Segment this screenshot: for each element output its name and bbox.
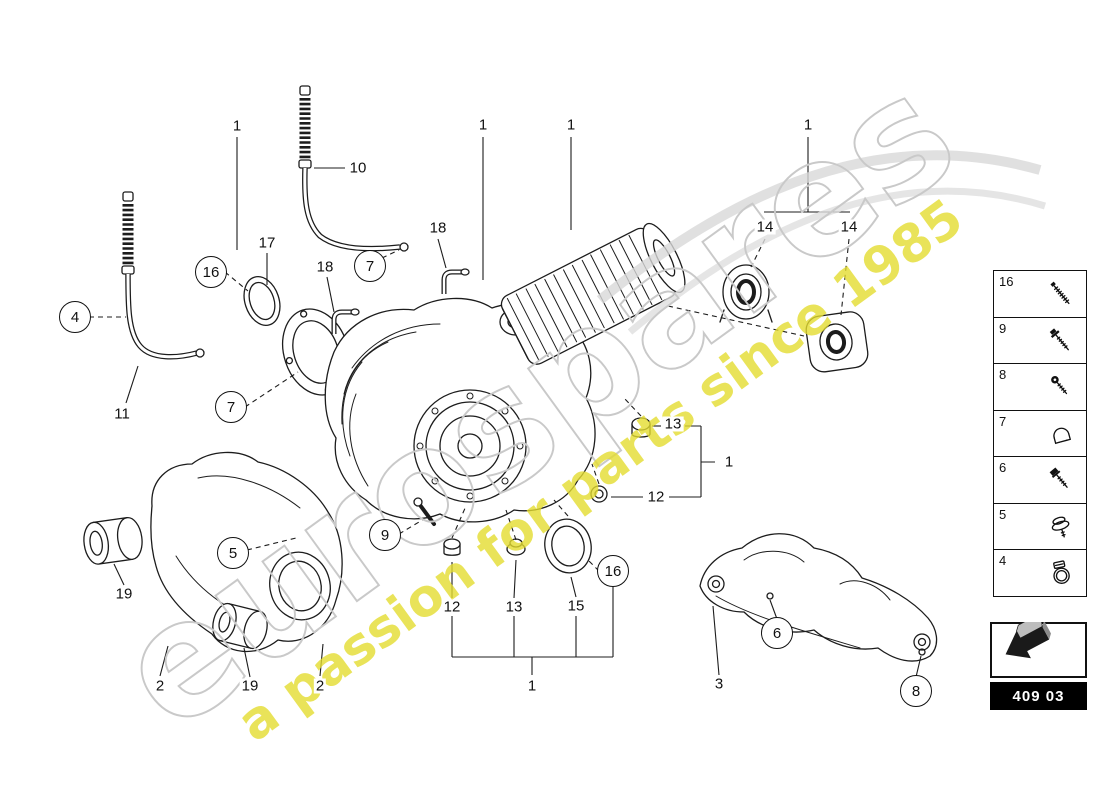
leader-lines	[113, 137, 922, 678]
legend-item-number: 5	[999, 506, 1007, 522]
legend-item-8: 8	[993, 363, 1087, 411]
clamp-icon	[1044, 417, 1078, 451]
callout-4: 4	[59, 301, 91, 333]
bushing-19a	[83, 516, 143, 565]
callout-17: 17	[256, 234, 278, 252]
small-parts	[413, 417, 651, 574]
legend-item-number: 6	[999, 460, 1007, 475]
nut-12b	[590, 485, 608, 503]
hose-clamp-icon	[1044, 556, 1078, 590]
callout-12: 12	[441, 598, 463, 616]
callout-10: 10	[347, 159, 369, 177]
legend-item-number: 4	[999, 553, 1007, 568]
callout-5: 5	[217, 537, 249, 569]
callout-14: 14	[754, 218, 776, 236]
callout-3: 3	[712, 675, 726, 693]
callout-6: 6	[761, 617, 793, 649]
callout-19: 19	[239, 677, 261, 695]
callout-1: 1	[564, 116, 578, 134]
bushing-19b	[212, 602, 268, 650]
legend-item-16: 16	[993, 270, 1087, 318]
callout-16: 16	[195, 256, 227, 288]
breather-hose-11	[121, 191, 205, 360]
legend-item-number: 8	[999, 367, 1007, 382]
diagram-code-box: 409 03	[990, 622, 1087, 710]
callout-8: 8	[900, 675, 932, 707]
legend-item-number: 9	[999, 320, 1007, 336]
long-bolt-icon	[1044, 277, 1078, 311]
callout-7: 7	[354, 250, 386, 282]
mount-14b	[805, 311, 869, 373]
callout-11: 11	[112, 405, 132, 423]
callout-1: 1	[230, 117, 244, 135]
legend-item-6: 6	[993, 456, 1087, 504]
callout-12: 12	[645, 488, 667, 506]
callout-7: 7	[215, 391, 247, 423]
callout-1: 1	[525, 677, 539, 695]
torx-screw-icon	[1044, 370, 1078, 404]
breather-hose-10	[298, 85, 409, 252]
mount-14a	[719, 264, 773, 323]
callout-1: 1	[801, 116, 815, 134]
callout-19: 19	[113, 585, 135, 603]
flange-nut-icon	[1044, 510, 1078, 544]
crossmember-3	[699, 533, 938, 662]
callout-18: 18	[427, 219, 449, 237]
flange-bolt-icon	[1044, 324, 1078, 358]
legend-item-4: 4	[993, 549, 1087, 597]
legend-item-7: 7	[993, 409, 1087, 458]
callout-13: 13	[503, 598, 525, 616]
direction-arrow-icon	[1005, 622, 1051, 659]
cap-13a	[506, 538, 526, 556]
legend-panel: 16 9 8 7 6 5 4	[993, 270, 1087, 597]
legend-item-9: 9	[993, 316, 1087, 365]
plug-12a	[443, 538, 461, 556]
support-bracket-2	[83, 451, 343, 653]
callout-9: 9	[369, 519, 401, 551]
seal-15	[544, 518, 592, 574]
vent-fitting-18b	[331, 308, 360, 334]
plug-13b	[631, 417, 651, 438]
hex-bolt-icon	[1044, 463, 1078, 497]
visco-clutch	[500, 222, 686, 365]
callout-2: 2	[153, 677, 167, 695]
callout-1: 1	[722, 453, 736, 471]
vent-fitting-18a	[441, 268, 470, 294]
callout-14: 14	[838, 218, 860, 236]
direction-arrow-box	[990, 622, 1087, 678]
callout-16: 16	[597, 555, 629, 587]
callout-13: 13	[662, 415, 684, 433]
shaft-seal-17	[243, 276, 281, 326]
legend-item-number: 16	[999, 274, 1014, 289]
legend-item-5: 5	[993, 502, 1087, 551]
callout-1: 1	[476, 116, 490, 134]
legend-item-number: 7	[999, 413, 1007, 429]
callout-18: 18	[314, 258, 336, 276]
diagram-code: 409 03	[990, 682, 1087, 710]
callout-15: 15	[565, 597, 587, 615]
callout-2: 2	[313, 677, 327, 695]
